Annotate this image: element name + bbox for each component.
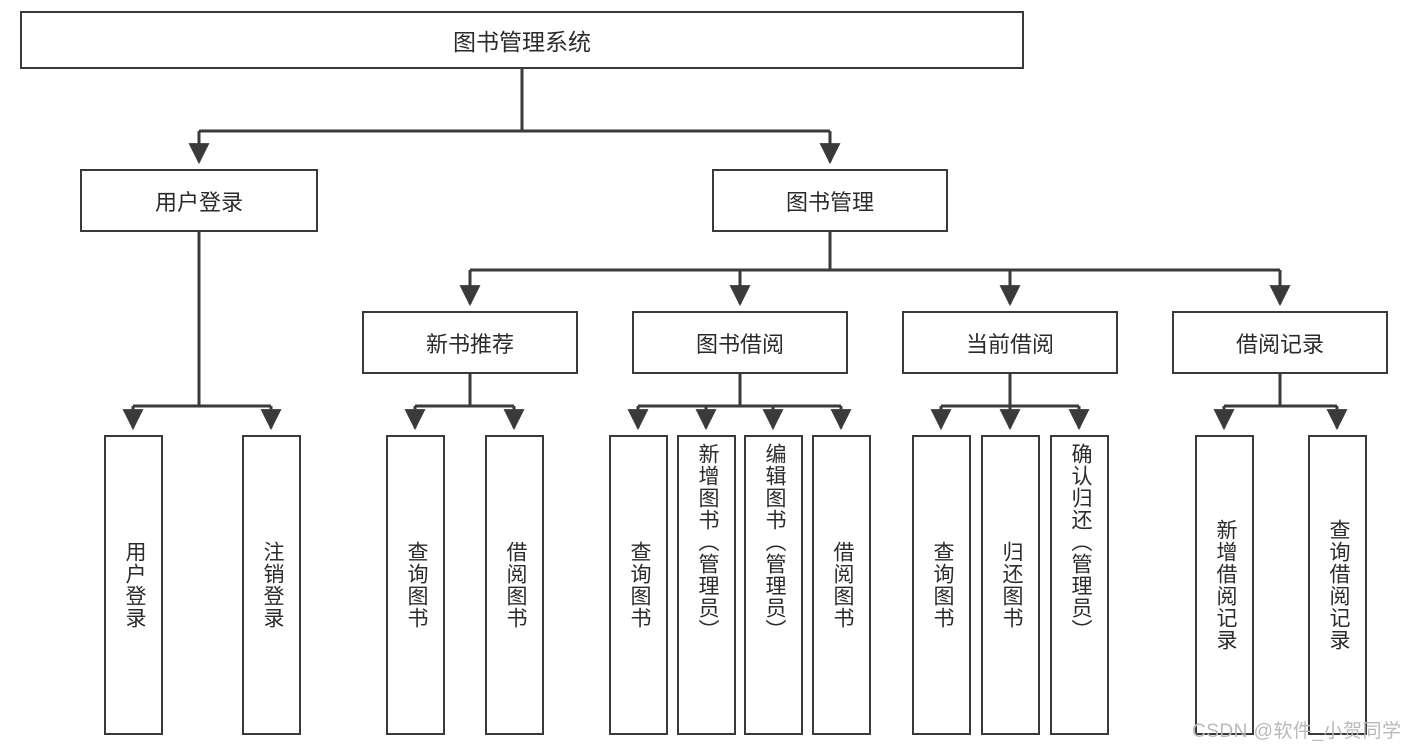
node-label: 用户登录 <box>154 189 243 215</box>
node-current-borrow[interactable]: 当前借阅 <box>902 311 1118 374</box>
node-label: 编辑图书（管理员） <box>762 443 786 641</box>
leaf-return-book[interactable]: 归还图书 <box>981 435 1040 735</box>
node-label: 确认归还（管理员） <box>1068 443 1092 641</box>
csdn-watermark: CSDN @软件_小贺同学 <box>1192 721 1402 742</box>
node-book-borrow[interactable]: 图书借阅 <box>632 311 848 374</box>
leaf-query-book-1[interactable]: 查询图书 <box>386 435 445 735</box>
node-label: 查询借阅记录 <box>1326 519 1350 651</box>
node-label: 查询图书 <box>404 541 428 629</box>
node-label: 图书借阅 <box>695 331 784 357</box>
node-book-manage[interactable]: 图书管理 <box>712 169 948 232</box>
leaf-query-book-2[interactable]: 查询图书 <box>609 435 668 735</box>
leaf-query-record[interactable]: 查询借阅记录 <box>1308 435 1367 735</box>
node-label: 当前借阅 <box>965 331 1054 357</box>
leaf-add-book[interactable]: 新增图书（管理员） <box>677 435 736 735</box>
node-label: 用户登录 <box>122 541 146 629</box>
leaf-add-record[interactable]: 新增借阅记录 <box>1195 435 1254 735</box>
leaf-borrow-book-1[interactable]: 借阅图书 <box>485 435 544 735</box>
node-label: 查询图书 <box>627 541 651 629</box>
node-label: 图书管理系统 <box>453 29 591 55</box>
node-label: 注销登录 <box>260 541 284 629</box>
node-borrow-record[interactable]: 借阅记录 <box>1172 311 1388 374</box>
leaf-edit-book[interactable]: 编辑图书（管理员） <box>744 435 803 735</box>
leaf-borrow-book-2[interactable]: 借阅图书 <box>812 435 871 735</box>
node-label: 借阅图书 <box>830 541 854 629</box>
node-user-login[interactable]: 用户登录 <box>80 169 318 232</box>
leaf-user-logout[interactable]: 注销登录 <box>242 435 301 735</box>
node-label: 图书管理 <box>785 189 874 215</box>
node-label: 归还图书 <box>999 541 1023 629</box>
leaf-query-book-3[interactable]: 查询图书 <box>912 435 971 735</box>
node-label: 新书推荐 <box>425 331 514 357</box>
leaf-user-login[interactable]: 用户登录 <box>104 435 163 735</box>
node-root-system[interactable]: 图书管理系统 <box>20 11 1024 69</box>
node-label: 借阅记录 <box>1235 331 1324 357</box>
node-new-book-recommend[interactable]: 新书推荐 <box>362 311 578 374</box>
node-label: 查询图书 <box>930 541 954 629</box>
node-label: 新增借阅记录 <box>1213 519 1237 651</box>
node-label: 借阅图书 <box>503 541 527 629</box>
node-label: 新增图书（管理员） <box>695 443 719 641</box>
leaf-confirm-return[interactable]: 确认归还（管理员） <box>1050 435 1109 735</box>
